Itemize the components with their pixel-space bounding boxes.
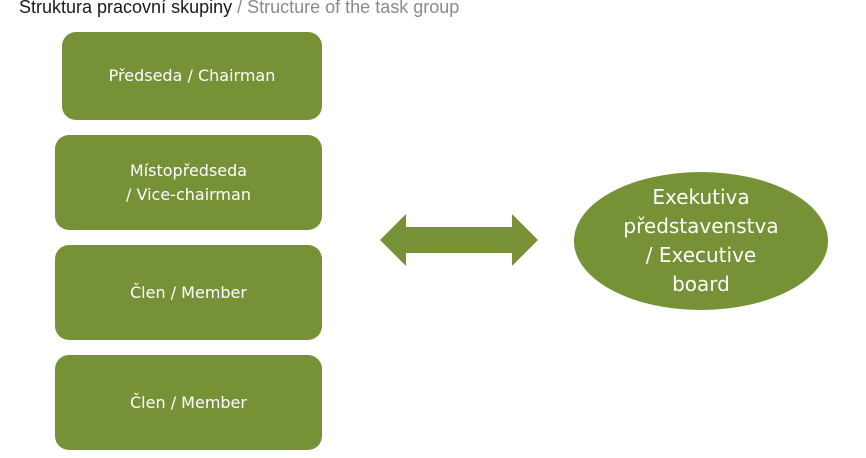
title-czech: Struktura pracovní skupiny — [19, 0, 233, 17]
vice-chairman-label-line-1: Místopředseda — [129, 160, 248, 180]
member-box-2: Člen / Member — [55, 355, 322, 450]
vice-chairman-label-line-2: / Vice-chairman — [126, 184, 251, 204]
member-label-1: Člen / Member — [130, 282, 247, 302]
executive-label-line-1: Exekutiva — [652, 185, 750, 209]
title-separator: / — [232, 0, 248, 17]
executive-board-ellipse: Exekutiva představenstva / Executive boa… — [574, 172, 828, 310]
title-english: Structure of the task group — [247, 0, 460, 17]
executive-label-line-3: / Executive — [645, 243, 757, 267]
member-label-2: Člen / Member — [130, 392, 247, 412]
executive-label-line-4: board — [672, 272, 730, 296]
chairman-label: Předseda / Chairman — [108, 66, 276, 85]
double-arrow-shape — [380, 214, 538, 266]
vice-chairman-box: Místopředseda / Vice-chairman — [55, 135, 322, 230]
member-box-1: Člen / Member — [55, 245, 322, 340]
chairman-box: Předseda / Chairman — [62, 32, 322, 120]
double-arrow-icon — [380, 214, 538, 266]
executive-label-line-2: představenstva — [623, 214, 779, 238]
diagram-title: Struktura pracovní skupiny / Structure o… — [19, 0, 459, 18]
